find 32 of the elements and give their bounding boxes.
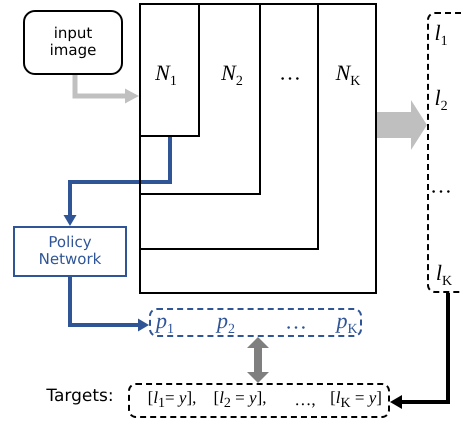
arrow	[68, 277, 149, 332]
box-label: input image	[48, 24, 98, 60]
probability-list	[149, 308, 362, 337]
math-label: l$_{2}$	[434, 84, 448, 116]
network-box	[139, 3, 319, 250]
math-label: [l$_{2}$ = y],	[214, 388, 266, 412]
math-label: [l$_{K}$ = y]	[330, 388, 382, 412]
policy-box	[13, 226, 127, 277]
heading-label: Targets:	[46, 387, 114, 407]
math-label: …	[430, 172, 452, 198]
network-box	[139, 3, 200, 137]
math-label: [l$_{1}$= y],	[148, 388, 196, 412]
math-label: N$_{1}$	[155, 60, 177, 90]
box-label: Policy Network	[38, 234, 102, 268]
input-box	[23, 10, 123, 75]
network-box	[139, 3, 261, 195]
math-label: N$_{2}$	[221, 60, 243, 90]
math-label: …	[279, 59, 301, 85]
network-box	[139, 3, 377, 294]
arrow	[390, 293, 450, 409]
math-label: …,	[294, 390, 316, 410]
math-label: p$_{2}$	[217, 308, 235, 338]
math-label: l$_{K}$	[436, 260, 452, 290]
math-label: N$_{K}$	[336, 60, 360, 90]
arrow	[72, 75, 139, 104]
math-label: p$_{K}$	[336, 308, 358, 338]
arrow	[377, 100, 427, 150]
arrow	[64, 137, 172, 226]
math-label: p$_{1}$	[156, 308, 174, 338]
math-label: …	[285, 308, 307, 334]
arrow	[247, 337, 269, 383]
math-label: l$_{1}$	[434, 20, 448, 50]
